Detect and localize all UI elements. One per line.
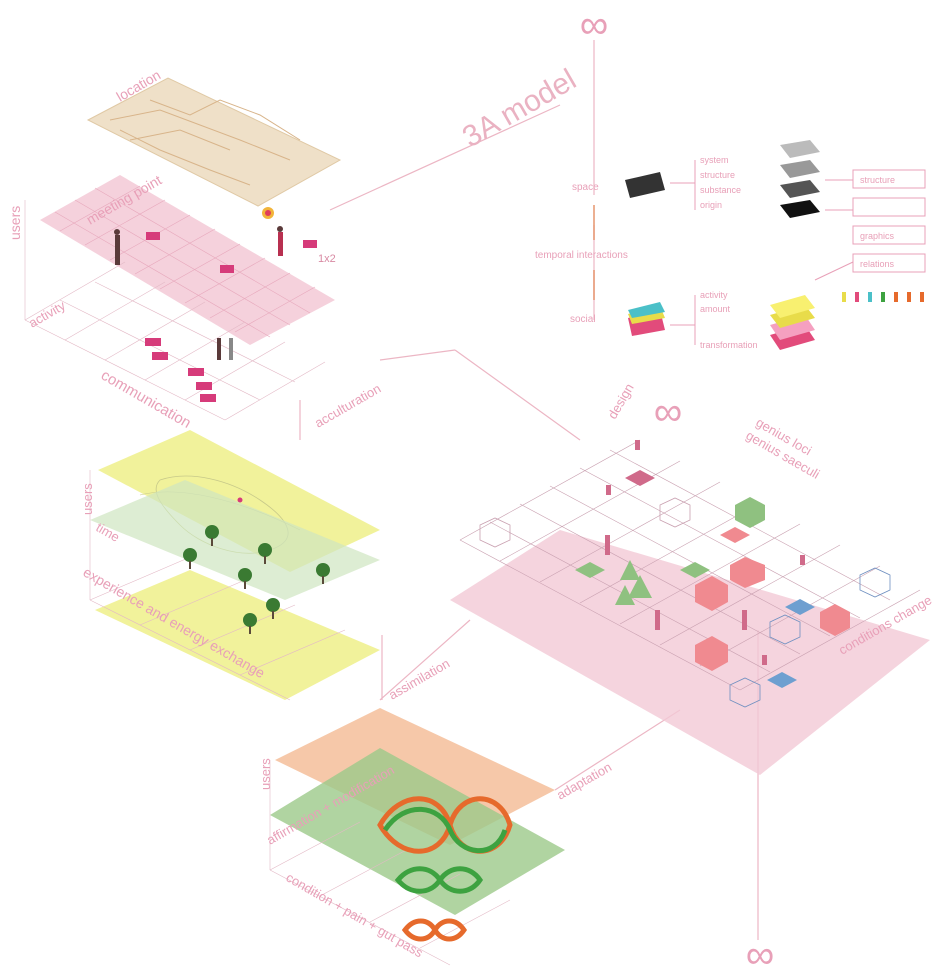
mid-grid bbox=[89, 470, 346, 701]
list-b-item-1: activity bbox=[700, 290, 728, 300]
trees-mid bbox=[183, 525, 330, 634]
location-layer: location bbox=[86, 67, 342, 219]
model-title: 3A model bbox=[457, 63, 582, 154]
infinity-loops bbox=[377, 796, 513, 942]
acculturation-label: acculturation bbox=[312, 381, 383, 431]
box-label-4: relations bbox=[860, 259, 895, 269]
activity-label: activity bbox=[26, 297, 68, 330]
right-boxes bbox=[479, 497, 891, 708]
list-a-item-1: system bbox=[700, 155, 729, 165]
right-trees bbox=[615, 560, 652, 605]
temporal-interactions-label: temporal interactions bbox=[535, 250, 628, 261]
users-mid-label: users bbox=[80, 483, 95, 515]
list-a-item-4: origin bbox=[700, 200, 722, 210]
users-top-label: users bbox=[7, 206, 23, 240]
color-pawns bbox=[842, 292, 924, 302]
green-layer-mid bbox=[90, 480, 380, 600]
communication-label: communication bbox=[98, 367, 194, 432]
space-label: space bbox=[572, 182, 599, 193]
infinity-icon-top: ∞ bbox=[580, 3, 609, 47]
box-label-1: structure bbox=[860, 175, 895, 185]
bottom-grid bbox=[269, 760, 511, 966]
assimilation-label: assimilation bbox=[386, 656, 452, 703]
people-figures-top bbox=[114, 226, 283, 360]
right-markers bbox=[605, 440, 805, 665]
box-label-3: graphics bbox=[860, 231, 895, 241]
yellow-layer-bottom bbox=[95, 570, 380, 700]
right-cells bbox=[575, 470, 850, 688]
list-a-item-3: substance bbox=[700, 185, 741, 195]
list-b-item-2: amount bbox=[700, 304, 731, 314]
infinity-icon-middle: ∞ bbox=[654, 390, 683, 434]
infinity-icon-bottom: ∞ bbox=[746, 933, 775, 972]
social-label: social bbox=[570, 314, 596, 325]
users-bottom-label: users bbox=[258, 758, 273, 790]
adaptation-label: adaptation bbox=[554, 759, 614, 802]
list-a-item-2: structure bbox=[700, 170, 735, 180]
list-b-item-3: transformation bbox=[700, 340, 758, 350]
design-label: design bbox=[605, 381, 637, 422]
communication-cells bbox=[145, 338, 216, 402]
legend-top-right: space social temporal interactions syste… bbox=[535, 140, 926, 350]
scale-label: 1x2 bbox=[318, 253, 336, 265]
activity-grid bbox=[24, 200, 326, 421]
meeting-point-layer: meeting point bbox=[40, 172, 335, 345]
green-layer-bottom bbox=[270, 748, 565, 915]
pink-plane-right bbox=[450, 530, 930, 775]
connector-lines bbox=[299, 40, 759, 940]
